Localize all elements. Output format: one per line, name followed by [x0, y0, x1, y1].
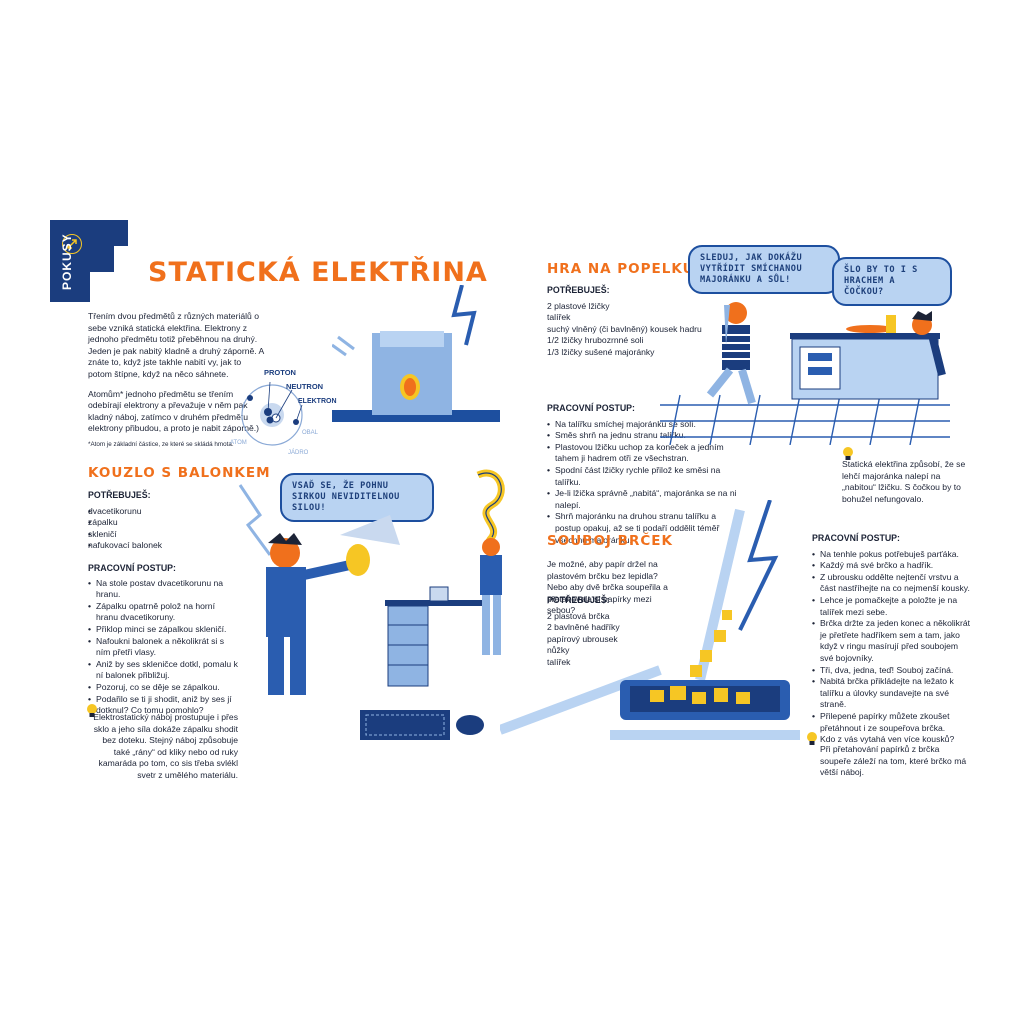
balloon-needs: POTŘEBUJEŠ: dvacetikorunu zápalku skleni… — [88, 490, 238, 552]
step-item: Na tenhle pokus potřebuješ parťáka. — [812, 549, 972, 561]
straws-needs: POTŘEBUJEŠ: 2 plastová brčka 2 bavlněné … — [547, 595, 677, 669]
atom-footnote: *Atom je základní částice, ze které se s… — [88, 440, 234, 448]
atom-diagram: PROTON NEUTRON ELEKTRON OBAL JÁDRO ATOM — [230, 360, 340, 465]
step-item: Shrň majoránku na druhou stranu talířku … — [547, 511, 737, 546]
balloon-heading: KOUZLO S BALONKEM — [88, 465, 271, 481]
list-item: skleničí — [88, 529, 238, 541]
list-item: talířek — [547, 312, 571, 323]
step-item: Z ubrousku oddělte nejtenčí vrstvu a čás… — [812, 572, 972, 595]
list-item: 2 bavlněné hadříky — [547, 622, 620, 633]
atom-illustration — [241, 381, 303, 446]
list-item: 2 plastové lžičky — [547, 300, 610, 311]
lightbulb-icon — [842, 446, 854, 462]
step-item: Přiklop minci se zápalkou skleničí. — [88, 624, 238, 636]
intro-paragraph: Atomům* jednoho předmětu se třením odebí… — [88, 388, 260, 434]
list-item: talířek — [547, 656, 571, 667]
list-item: papírový ubrousek — [547, 633, 618, 644]
electron-label: ELEKTRON — [298, 398, 337, 405]
intro-paragraph: Třením dvou předmětů z různých materiálů… — [88, 311, 264, 379]
list-item: zápalku — [88, 517, 238, 529]
speech-bubble-girl: SLEDUJ, JAK DOKÁŽU VYTŘÍDIT SMÍCHANOU MA… — [688, 245, 840, 294]
balloon-procedure: PRACOVNÍ POSTUP: Na stole postav dvaceti… — [88, 563, 238, 717]
straws-illustration — [498, 499, 830, 760]
step-item: Brčka držte za jeden konec a několikrát … — [812, 618, 972, 664]
step-item: Podařilo se ti ji shodit, aniž by ses jí… — [88, 694, 238, 717]
intro-text: Třením dvou předmětů z různých materiálů… — [88, 311, 264, 449]
neutron-label: NEUTRON — [286, 382, 324, 391]
cinderella-needs: POTŘEBUJEŠ: 2 plastové lžičky talířek su… — [547, 285, 737, 359]
step-item: Tři, dva, jedna, teď! Souboj začíná. — [812, 665, 972, 677]
step-item: Spodní část lžičky rychle přilož ke směs… — [547, 465, 737, 488]
list-item: suchý vlněný (či bavlněný) kousek hadru — [547, 323, 702, 334]
cinderella-procedure-label: PRACOVNÍ POSTUP: — [547, 403, 635, 413]
machine-illustration — [331, 284, 507, 445]
straws-tip: Při přetahování papírků z brčka soupeře … — [820, 744, 967, 778]
balloon-scene-illustration — [230, 455, 530, 755]
step-item: Směs shrň na jednu stranu talířku. — [547, 430, 737, 442]
nucleus-label: JÁDRO — [288, 450, 309, 456]
proton-label: PROTON — [264, 368, 296, 377]
step-item: Lehce je pomačkejte a položte je na talí… — [812, 595, 972, 618]
step-item: Pozoruj, co se děje se zápalkou. — [88, 682, 238, 694]
step-item: Na talířku smíchej majoránku se solí. — [547, 419, 737, 431]
step-item: Nabitá brčka přikládejte na ležato k tal… — [812, 676, 972, 711]
step-item: Každý má své brčko a hadřík. — [812, 560, 972, 572]
cinderella-needs-label: POTŘEBUJEŠ: — [547, 285, 610, 295]
step-item: Plastovou lžičku uchop za koneček a jedn… — [547, 442, 737, 465]
section-tab-label: POKUSY — [60, 233, 74, 290]
straws-heading: SOUBOJ BRČEK — [547, 533, 673, 549]
lightbulb-icon — [86, 703, 98, 719]
list-item: 1/2 lžičky hrubozrnné soli — [547, 335, 644, 346]
lightbulb-icon — [806, 731, 818, 747]
cinderella-procedure: PRACOVNÍ POSTUP: Na talířku smíchej majo… — [547, 403, 737, 546]
book-spread: POKUSY STATICKÁ ELEKTŘINA Třením dvou př… — [50, 215, 980, 790]
step-item: Je-li lžička správně „nabitá“, majoránka… — [547, 488, 737, 511]
balloon-procedure-label: PRACOVNÍ POSTUP: — [88, 563, 176, 573]
step-item: Na stole postav dvacetikorunu na hranu. — [88, 578, 238, 601]
cinderella-heading: HRA NA POPELKU — [547, 261, 695, 277]
speech-bubble-boy: ŠLO BY TO I S HRACHEM A ČOČKOU? — [832, 257, 952, 306]
balloon-tip: Elektrostatický náboj prostupuje i přes … — [93, 712, 238, 780]
experiment-arrows-icon — [62, 234, 82, 254]
balloon-needs-label: POTŘEBUJEŠ: — [88, 490, 151, 500]
step-item: Přilepené papírky můžete zkoušet přetáhn… — [812, 711, 972, 734]
page-title: STATICKÁ ELEKTŘINA — [148, 257, 488, 288]
straws-procedure-label: PRACOVNÍ POSTUP: — [812, 533, 900, 543]
straws-procedure: PRACOVNÍ POSTUP: Na tenhle pokus potřebu… — [812, 533, 972, 746]
list-item: nafukovací balonek — [88, 540, 238, 552]
kitchen-illustration — [660, 285, 950, 446]
cinderella-steps: Na talířku smíchej majoránku se solí. Sm… — [547, 419, 737, 547]
straws-needs-label: POTŘEBUJEŠ: — [547, 595, 610, 605]
straws-intro: Je možné, aby papír držel na plastovém b… — [547, 559, 668, 616]
straws-steps: Na tenhle pokus potřebuješ parťáka. Každ… — [812, 549, 972, 746]
list-item: 2 plastová brčka — [547, 610, 610, 621]
balloon-needs-list: dvacetikorunu zápalku skleničí nafukovac… — [88, 506, 238, 552]
orbit-label: OBAL — [302, 430, 319, 436]
step-item: Zápalku opatrně polož na horní hranu dva… — [88, 601, 238, 624]
balloon-steps: Na stole postav dvacetikorunu na hranu. … — [88, 578, 238, 717]
list-item: nůžky — [547, 645, 570, 656]
section-tab: POKUSY — [50, 220, 128, 302]
speech-bubble-balloon: VSAĎ SE, ŽE POHNU SIRKOU NEVIDITELNOU SI… — [280, 473, 434, 522]
step-item: Aniž by ses skleničce dotkl, pomalu k ní… — [88, 659, 238, 682]
atom-label: ATOM — [230, 440, 247, 446]
list-item: dvacetikorunu — [88, 506, 238, 518]
step-item: Nafoukni balonek a několikrát si s ním p… — [88, 636, 238, 659]
list-item: 1/3 lžičky sušené majoránky — [547, 346, 655, 357]
cinderella-tip: Statická elektřina způsobí, že se lehčí … — [842, 459, 966, 504]
